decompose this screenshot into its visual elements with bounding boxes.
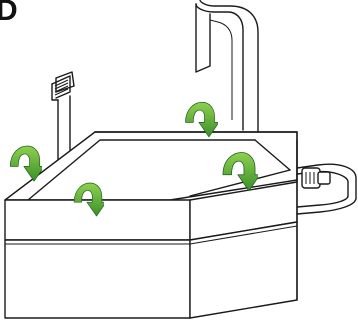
side-handle-buckle	[296, 163, 357, 215]
box-rim	[4, 131, 298, 201]
box-body	[4, 139, 298, 319]
left-strap	[51, 71, 75, 161]
panel-label: D	[0, 0, 18, 27]
right-loop-strap	[195, 0, 259, 156]
